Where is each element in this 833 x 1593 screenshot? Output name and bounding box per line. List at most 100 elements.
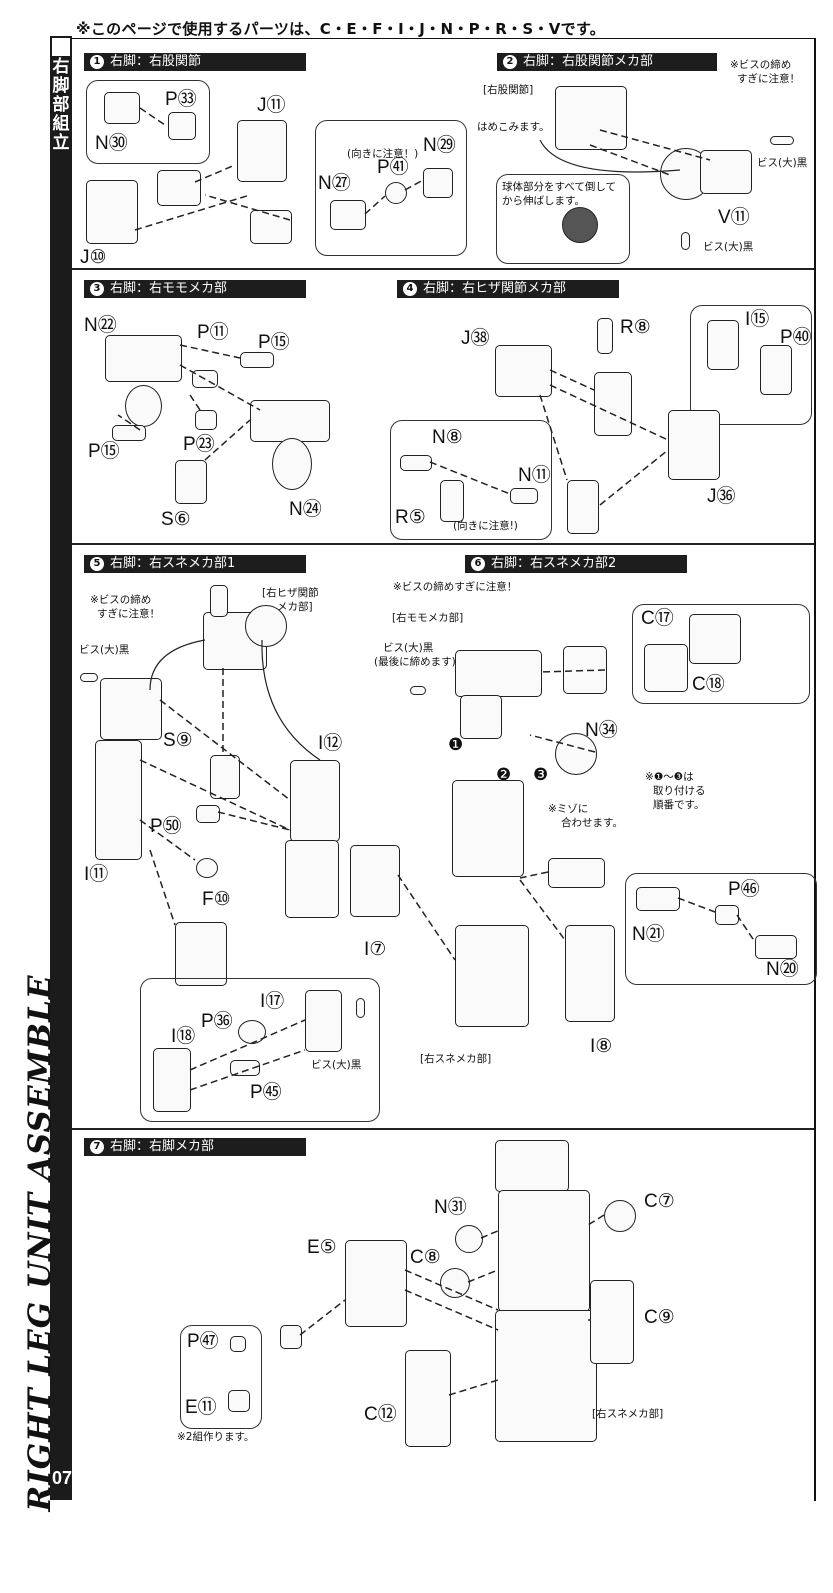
step-number: 3 (90, 282, 104, 296)
part-drawing (237, 120, 287, 182)
step-title: 右脚：右モモメカ部 (110, 281, 228, 296)
part-label: I⑰ (260, 991, 285, 1012)
part-label: N⑧ (432, 427, 463, 448)
part-drawing (760, 345, 792, 395)
part-drawing (715, 905, 739, 925)
instruction-note: 順番です。 (653, 799, 705, 811)
caution-note: (向きに注意！) (347, 148, 419, 160)
step-title: 右脚：右股関節 (110, 54, 202, 69)
part-label: I⑱ (171, 1026, 196, 1047)
step-title: 右脚：右股関節メカ部 (523, 54, 654, 69)
part-label: C⑰ (641, 608, 674, 629)
screw-label: ビス(大)黒 (757, 157, 808, 169)
step-title: 右脚：右スネメカ部2 (491, 556, 617, 571)
part-drawing (594, 372, 632, 436)
callout-box (140, 978, 380, 1122)
part-drawing (452, 780, 524, 877)
screw-label: ビス(大)黒 (383, 642, 434, 654)
callout-box (315, 120, 467, 256)
part-drawing (250, 210, 292, 244)
part-label: J⑪ (257, 95, 286, 116)
part-drawing (498, 1190, 590, 1312)
part-drawing (250, 400, 330, 442)
part-drawing (305, 990, 342, 1052)
part-label: J㊱ (707, 486, 736, 507)
callout-box (690, 305, 812, 425)
part-drawing (280, 1325, 302, 1349)
part-drawing (210, 585, 228, 617)
sub-assembly-label: [右スネメカ部] (420, 1053, 492, 1065)
instruction-note: 合わせます。 (561, 817, 623, 829)
page-number: 07 (52, 1468, 73, 1488)
part-label: J㊳ (461, 328, 490, 349)
instruction-note: 取り付ける (653, 785, 706, 797)
part-drawing (228, 1390, 250, 1412)
part-drawing (175, 922, 227, 986)
sub-assembly-label: メカ部] (277, 601, 313, 613)
part-drawing (100, 678, 162, 740)
part-label: I⑫ (318, 733, 343, 754)
sub-assembly-label: [右スネメカ部] (592, 1408, 664, 1420)
part-label: I⑪ (84, 864, 109, 885)
screw-label: ビス(大)黒 (79, 644, 130, 656)
step-number: 2 (503, 55, 517, 69)
part-label: P㊶ (377, 157, 409, 178)
part-drawing (196, 805, 220, 823)
sub-assembly-label: [右モモメカ部] (392, 612, 464, 624)
part-label: P㊵ (780, 327, 812, 348)
part-label: N㉔ (289, 499, 322, 520)
instruction-note: から伸ばします。 (502, 195, 585, 207)
screw-icon (410, 686, 426, 695)
part-drawing (689, 614, 741, 664)
part-drawing (455, 650, 542, 697)
part-drawing (455, 1225, 483, 1253)
part-label: E⑪ (185, 1397, 217, 1418)
step-number: 7 (90, 1140, 104, 1154)
part-label: P㉓ (183, 434, 215, 455)
part-drawing (290, 760, 340, 842)
screw-icon (80, 673, 98, 682)
part-drawing (548, 858, 605, 888)
sidebar-marker (52, 38, 70, 56)
part-drawing (455, 925, 529, 1027)
section-title-jp: 右脚部組立 (52, 57, 70, 153)
part-label: C⑫ (364, 1404, 397, 1425)
part-drawing (285, 840, 339, 918)
part-drawing (175, 460, 207, 504)
part-drawing (460, 695, 502, 739)
part-label: P㉝ (165, 89, 197, 110)
callout-box (86, 80, 210, 164)
part-drawing (86, 180, 138, 244)
screw-icon (770, 136, 794, 145)
part-drawing (604, 1200, 636, 1232)
instruction-note: ※ミゾに (548, 803, 589, 815)
part-drawing (330, 200, 366, 230)
part-drawing (597, 318, 613, 354)
step-2-header: 2 右脚：右股関節メカ部 (497, 53, 717, 71)
caution-note: すぎに注意！ (737, 73, 800, 85)
part-label: R⑤ (395, 507, 426, 528)
part-label: N⑪ (518, 465, 551, 486)
part-drawing (195, 410, 217, 430)
part-drawing (707, 320, 739, 370)
part-drawing (168, 112, 196, 140)
part-label: S⑥ (161, 509, 191, 530)
parts-note: ※このページで使用するパーツは、C・E・F・I・J・N・P・R・S・Vです。 (76, 20, 606, 38)
part-label: N㉑ (632, 924, 665, 945)
part-label: P㊻ (728, 879, 760, 900)
divider (72, 268, 814, 270)
caution-note: ※ビスの締め (730, 59, 792, 71)
callout-box (496, 174, 630, 264)
part-drawing (567, 480, 599, 534)
screw-label: ビス(大)黒 (311, 1059, 362, 1071)
callout-box (180, 1325, 262, 1429)
instruction-note: はめこみます。 (477, 121, 550, 133)
step-title: 右脚：右ヒザ関節メカ部 (423, 281, 567, 296)
part-label: P㊿ (150, 816, 182, 837)
screw-icon (681, 232, 690, 250)
order-mark-2: ❷ (496, 765, 512, 784)
